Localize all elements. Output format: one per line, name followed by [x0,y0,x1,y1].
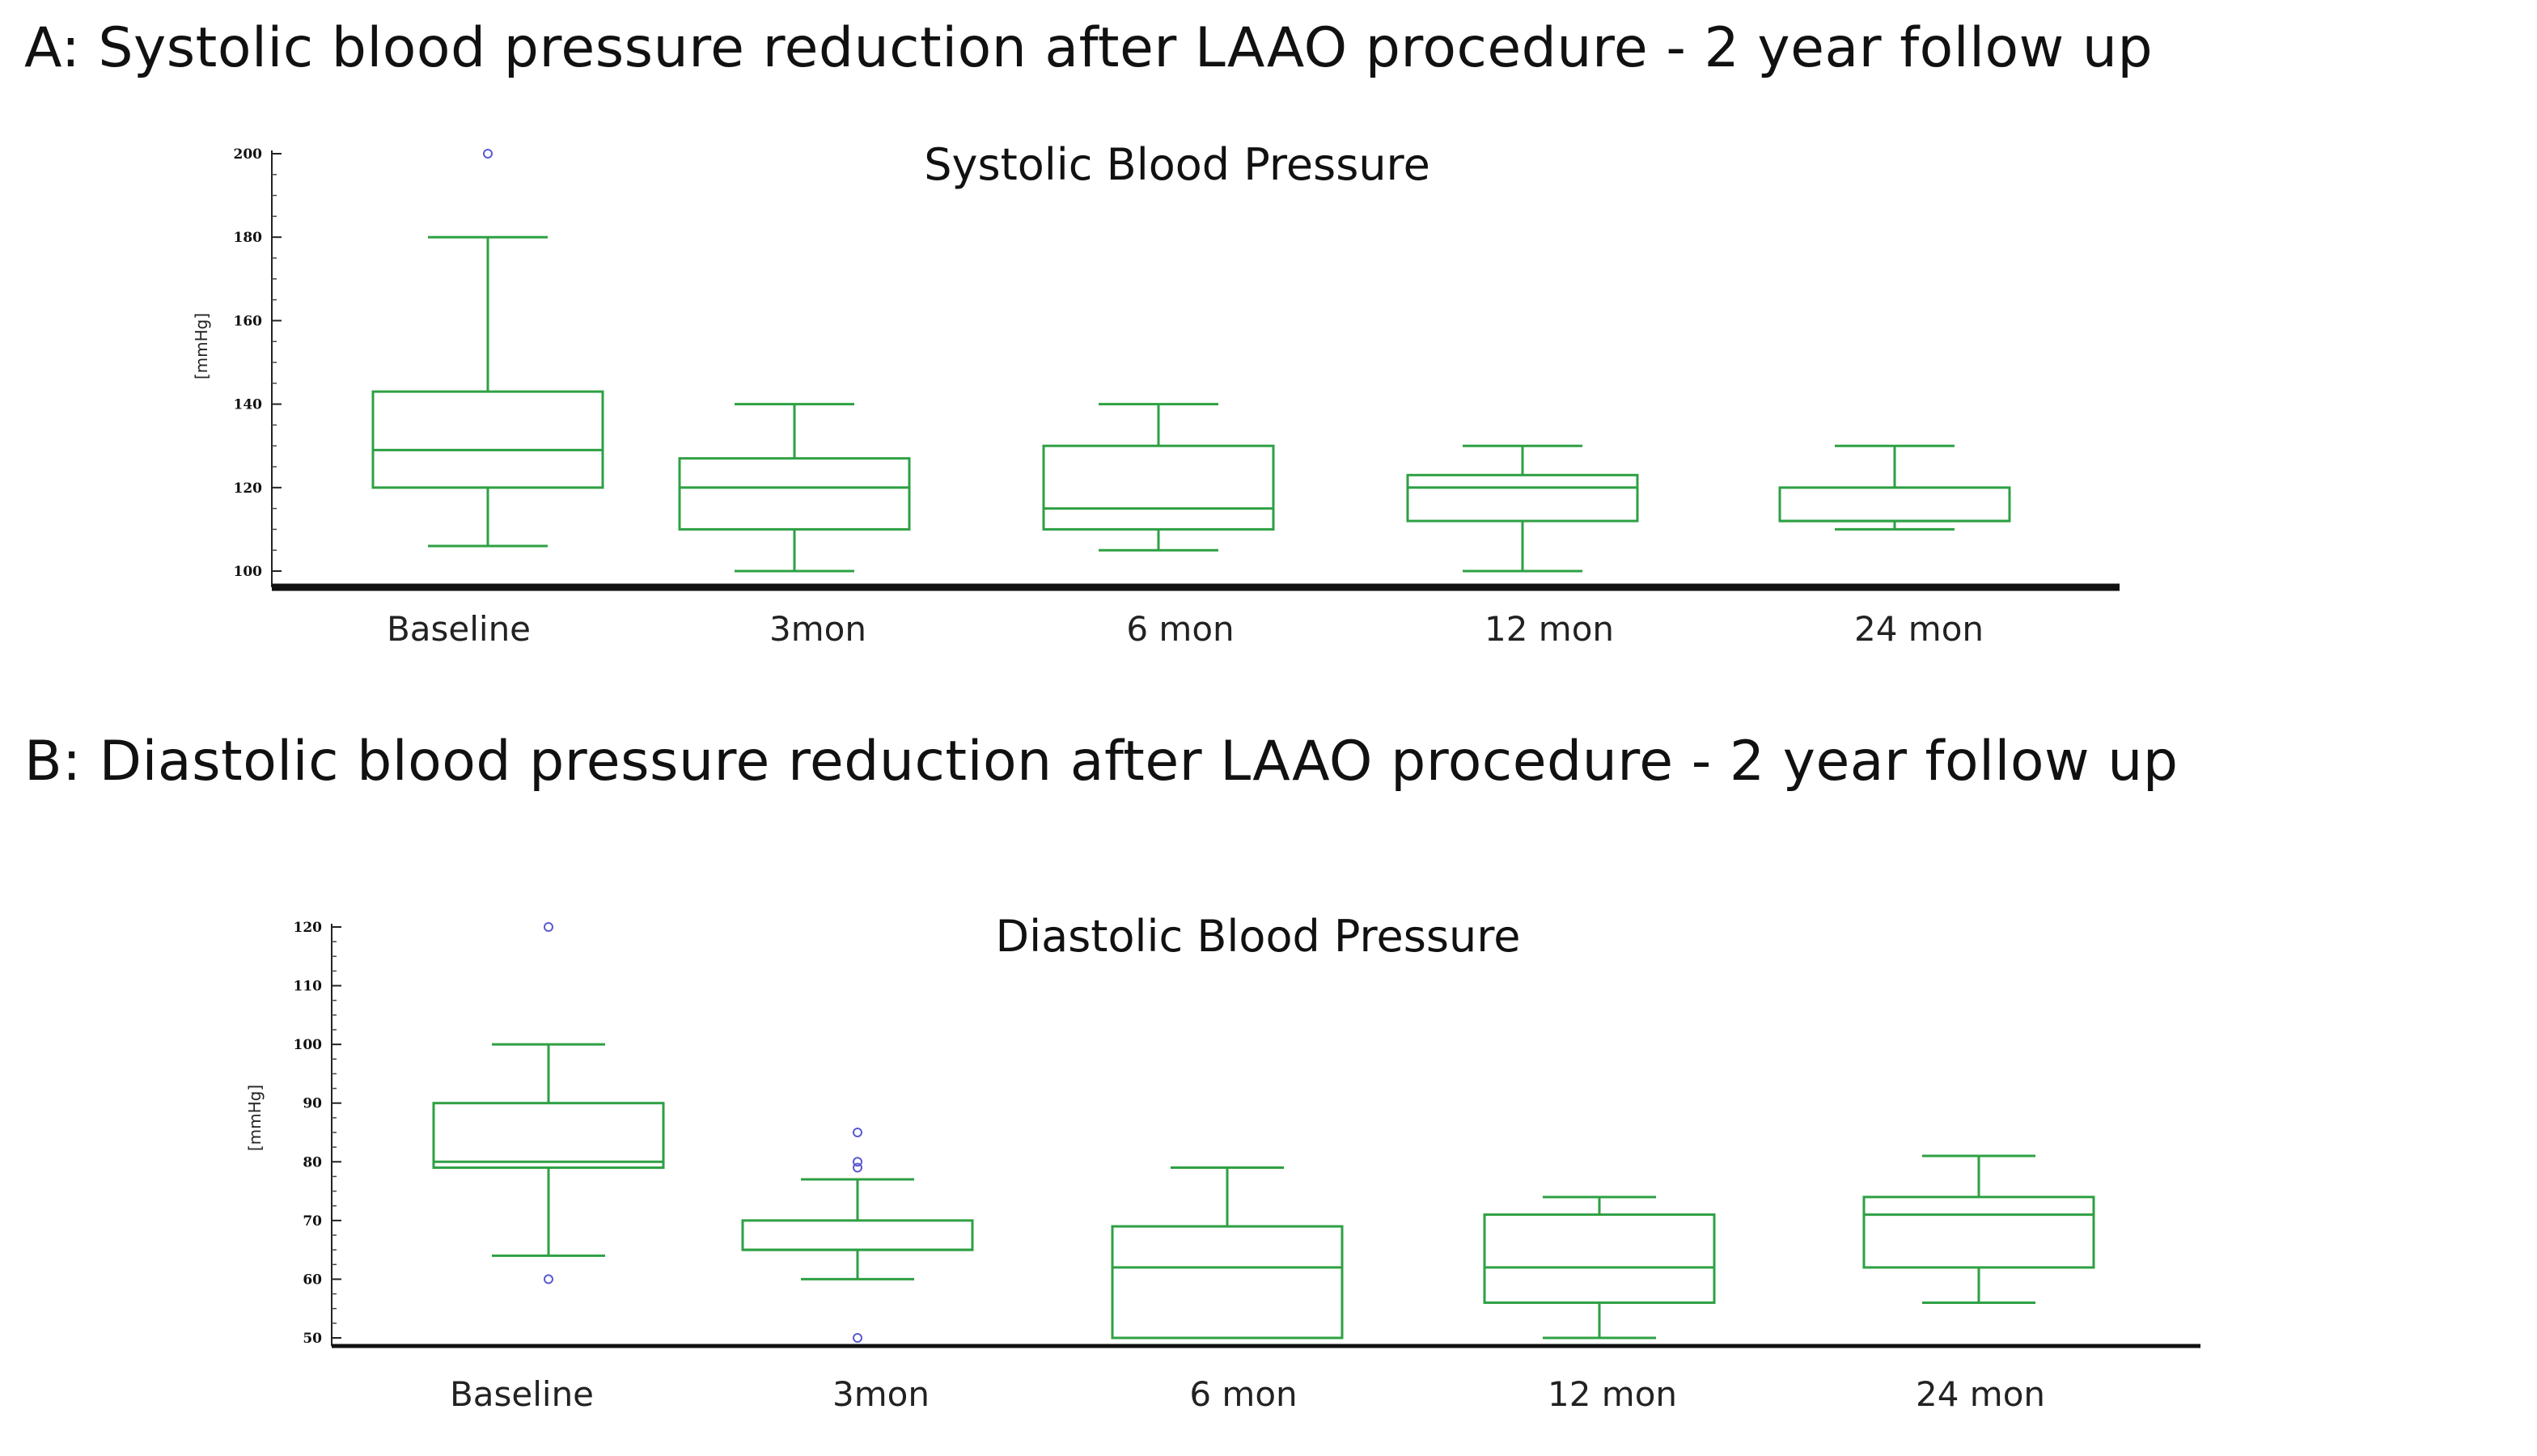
y-tick-label: 60 [303,1272,322,1288]
outlier-point [544,1274,553,1285]
box-1 [432,922,665,1285]
iqr-box [1778,486,2011,523]
outlier-point [853,1162,862,1173]
box-3 [1111,1166,1344,1340]
y-tick-label: 110 [294,979,323,995]
iqr-box [432,1102,665,1170]
systolic-box-plot: Systolic Blood Pressure 100 120 140 160 180 20… [192,139,2120,649]
y-tick-label: 70 [303,1213,322,1230]
iqr-box [1111,1225,1344,1340]
iqr-box [371,390,604,489]
y-axis-label: [mmHg] [245,1085,265,1151]
iqr-box [1483,1213,1716,1304]
box-4 [1406,444,1639,573]
iqr-box [1406,473,1639,523]
x-category-label: 6 mon [1126,609,1234,649]
y-axis-label: [mmHg] [192,313,211,379]
outlier-point [483,149,493,159]
y-tick-label: 50 [303,1331,322,1347]
y-tick-label: 80 [303,1154,322,1170]
box-2 [678,403,911,573]
iqr-box [1042,444,1275,531]
outlier-point [853,1333,862,1343]
outlier-point [544,922,553,932]
x-category-label: Baseline [387,609,531,649]
outlier-point [853,1128,862,1137]
box-2 [741,1128,974,1343]
y-tick-label: 200 [234,146,263,163]
x-category-label: Baseline [450,1374,594,1414]
iqr-box [678,457,911,531]
x-category-label: 12 mon [1548,1374,1677,1414]
box-3 [1042,403,1275,552]
y-tick-label: 100 [294,1037,323,1053]
x-category-label: 24 mon [1916,1374,2045,1414]
y-tick-label: 90 [303,1096,322,1112]
y-tick-label: 160 [234,313,263,329]
y-tick-label: 180 [234,230,263,246]
y-tick-label: 140 [234,397,263,413]
x-category-label: 24 mon [1854,609,1984,649]
box-1 [371,149,604,548]
x-category-label: 3mon [832,1374,930,1414]
box-5 [1862,1154,2095,1304]
y-tick-label: 120 [294,920,323,936]
iqr-box [741,1219,974,1251]
box-5 [1778,444,2011,531]
x-category-label: 3mon [769,609,866,649]
outlier-point [853,1157,862,1167]
diastolic-box-plot: Diastolic Blood Pressure 50 60 70 80 90 100 110… [245,911,2200,1414]
panel-a-heading: A: Systolic blood pressure reduction aft… [24,16,2154,80]
y-tick-label: 120 [234,480,263,497]
x-category-label: 12 mon [1485,609,1614,649]
chart-title: Systolic Blood Pressure [924,139,1430,190]
panel-b-heading: B: Diastolic blood pressure reduction af… [24,730,2179,794]
x-category-label: 6 mon [1189,1374,1297,1414]
iqr-box [1862,1196,2095,1269]
box-4 [1483,1196,1716,1340]
chart-title: Diastolic Blood Pressure [995,911,1520,962]
y-tick-label: 100 [234,564,263,580]
